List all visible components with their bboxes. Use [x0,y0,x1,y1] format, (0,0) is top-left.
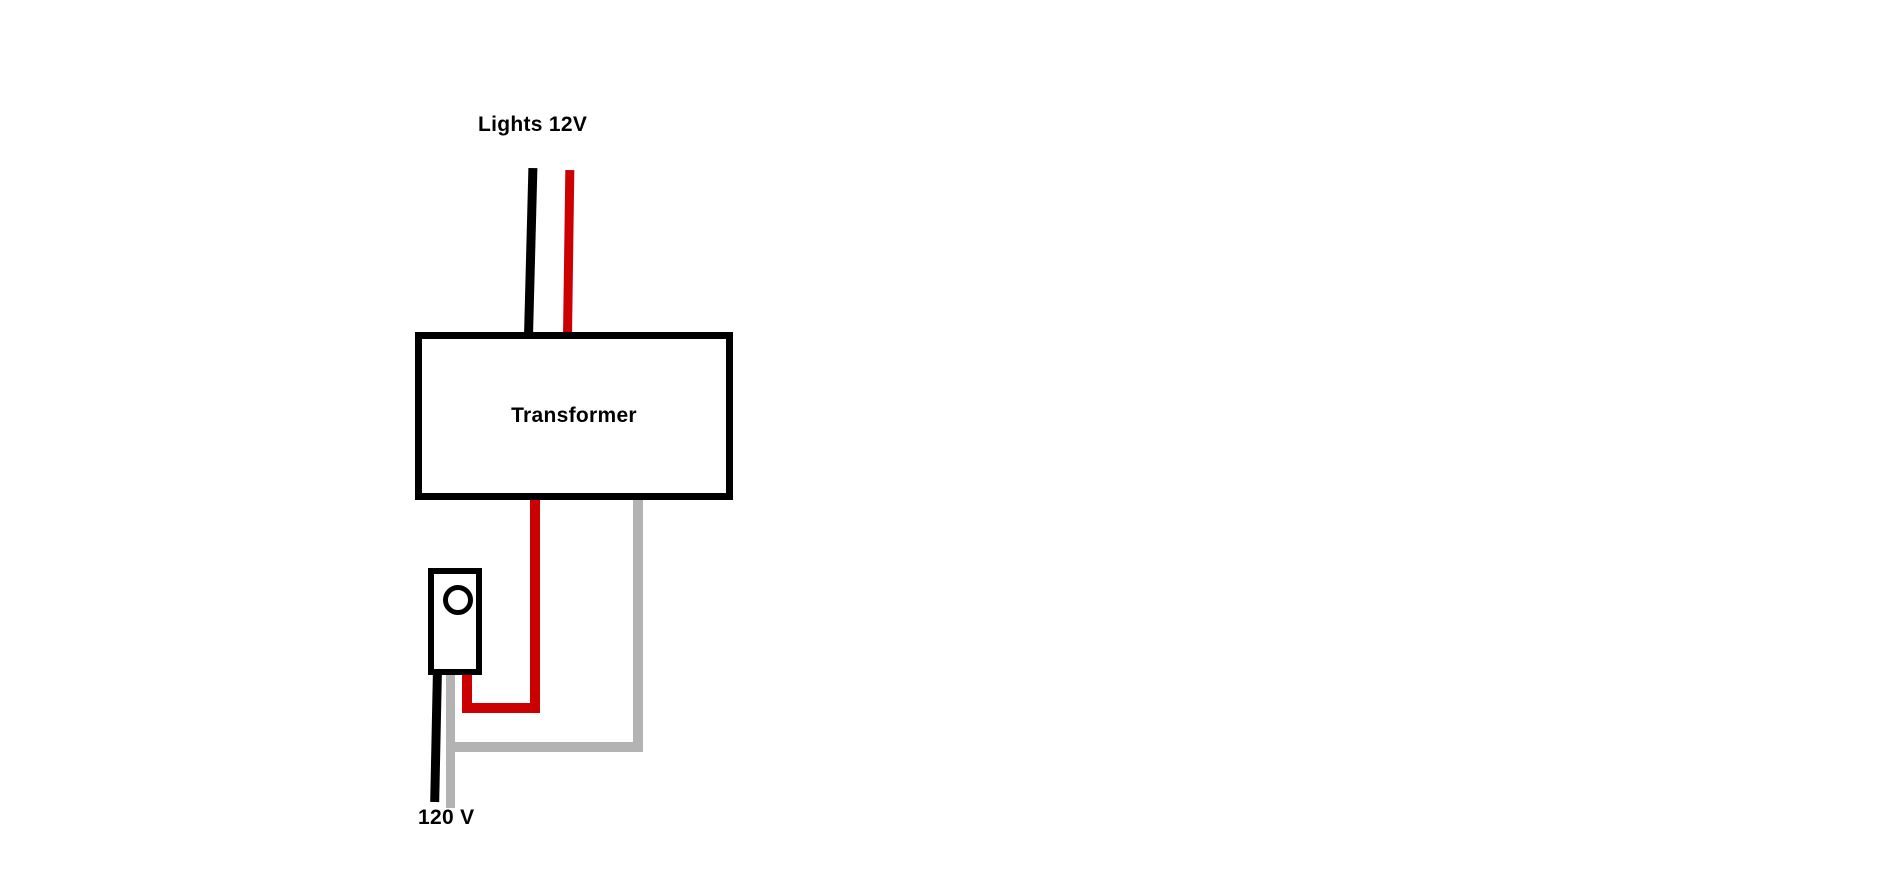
primary-red-wire-horizontal [462,703,540,713]
neutral-gray-wire-lead [446,668,455,808]
feed-black-wire [430,667,442,803]
primary-red-wire-vertical [530,498,540,713]
transformer-label: Transformer [511,404,637,427]
primary-red-wire-to-switch [462,666,472,713]
neutral-gray-wire-horizontal [446,742,643,752]
switch-box [428,568,482,675]
neutral-gray-wire-vertical [633,498,643,752]
lights-12v-label: Lights 12V [478,113,588,136]
transformer-box: Transformer [415,332,733,500]
secondary-black-wire [524,167,538,337]
source-120v-label: 120 V [418,806,475,829]
secondary-red-wire [563,169,575,337]
switch-knockout-circle-icon [443,585,473,615]
